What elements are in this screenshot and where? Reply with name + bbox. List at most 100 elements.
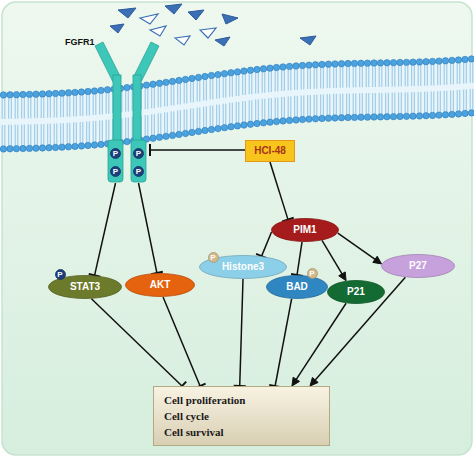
lipid-head [221, 70, 227, 76]
connector-line [275, 299, 291, 386]
phospho-disc [208, 252, 218, 262]
phospho-disc [134, 166, 144, 176]
lipid-tail [386, 66, 389, 114]
node-label: HCI-48 [254, 145, 286, 157]
lipid-tail [360, 66, 363, 114]
lipid-head [33, 91, 39, 97]
lipid-head [33, 145, 39, 151]
lipid-head [312, 116, 318, 122]
ligand-triangle [200, 28, 216, 38]
lipid-head [234, 123, 240, 129]
ligand-triangle [150, 26, 166, 36]
lipid-head [91, 142, 97, 148]
protein-shape [267, 276, 328, 299]
lipid-head [39, 91, 45, 97]
lipid-head [442, 112, 448, 118]
lipid-head [104, 87, 110, 93]
phospho-disc [111, 166, 121, 176]
node-label: P27 [409, 260, 427, 272]
lipid-head [273, 64, 279, 70]
lipid-tail [204, 79, 207, 127]
lipid-head [273, 118, 279, 124]
lipid-head [39, 145, 45, 151]
lipid-head [462, 110, 468, 116]
connector-line [139, 183, 157, 273]
protein-ellipse: BAD [266, 275, 328, 299]
lipid-head [176, 131, 182, 137]
protein-shape [126, 274, 195, 297]
lipid-head [351, 114, 357, 120]
lipid-head [325, 61, 331, 67]
lipid-tail [340, 67, 343, 115]
phospho-circle: P [208, 252, 219, 263]
lipid-tail [28, 97, 31, 145]
lipid-head [371, 60, 377, 66]
lipid-head [455, 57, 461, 63]
lipid-head [410, 59, 416, 65]
lipid-head [156, 80, 162, 86]
node-label: AKT [150, 279, 171, 291]
lipid-tail [106, 93, 109, 141]
lipid-head [150, 81, 156, 87]
lipid-head [202, 73, 208, 79]
lipid-head [260, 66, 266, 72]
connector-line [150, 149, 245, 151]
lipid-head [449, 111, 455, 117]
protein-ellipse: P21 [327, 280, 385, 304]
outcome-label: Cell survival [164, 424, 224, 440]
lipid-head [143, 82, 149, 88]
lipid-head [306, 116, 312, 122]
outcome-box: Cell proliferationCell cycleCell surviva… [153, 386, 330, 446]
lipid-head [156, 134, 162, 140]
lipid-head [163, 133, 169, 139]
lipid-tail [425, 65, 428, 113]
lipid-tail [373, 66, 376, 114]
protein-shape [328, 281, 385, 304]
lipid-head [52, 90, 58, 96]
phospho-label: P [113, 166, 118, 177]
lipid-tail [288, 69, 291, 117]
lipid-head [182, 76, 188, 82]
lipid-tail [230, 76, 233, 124]
text-holder: BAD [266, 275, 328, 299]
lipid-tail [184, 82, 187, 130]
lipid-head [72, 89, 78, 95]
lipid-head [78, 89, 84, 95]
protein-shape [272, 219, 339, 242]
lipid-head [468, 56, 474, 62]
lipid-head [436, 112, 442, 118]
lipid-head [46, 91, 52, 97]
lipid-head [65, 144, 71, 150]
inhibition-connector [139, 183, 163, 274]
lipid-tail [399, 65, 402, 113]
inhibition-connector [269, 299, 291, 387]
lipid-head [429, 112, 435, 118]
lipid-tail [223, 77, 226, 125]
node-label: PIM1 [293, 224, 316, 236]
node-label: FGFR1 [65, 36, 95, 48]
inhibition-connector [270, 162, 294, 221]
lipid-head [299, 116, 305, 122]
membrane-band [0, 56, 474, 152]
lipid-head [286, 117, 292, 123]
lipid-tail [100, 93, 103, 141]
lipid-head [351, 60, 357, 66]
lipid-head [371, 114, 377, 120]
lipid-head [20, 145, 26, 151]
lipid-head [195, 74, 201, 80]
phospho-circle: P [110, 166, 121, 177]
drug-box: HCI-48 [245, 140, 295, 162]
connector-line [240, 279, 243, 386]
inhibition-connector [150, 144, 245, 156]
lipid-head [26, 145, 32, 151]
lipid-head [195, 128, 201, 134]
lipid-head [410, 113, 416, 119]
phospho-label: P [136, 166, 141, 177]
lipid-head [364, 114, 370, 120]
lipid-head [59, 90, 65, 96]
lipid-head [319, 61, 325, 67]
lipid-head [247, 121, 253, 127]
lipid-tail [80, 95, 83, 143]
lipid-tail [87, 94, 90, 142]
